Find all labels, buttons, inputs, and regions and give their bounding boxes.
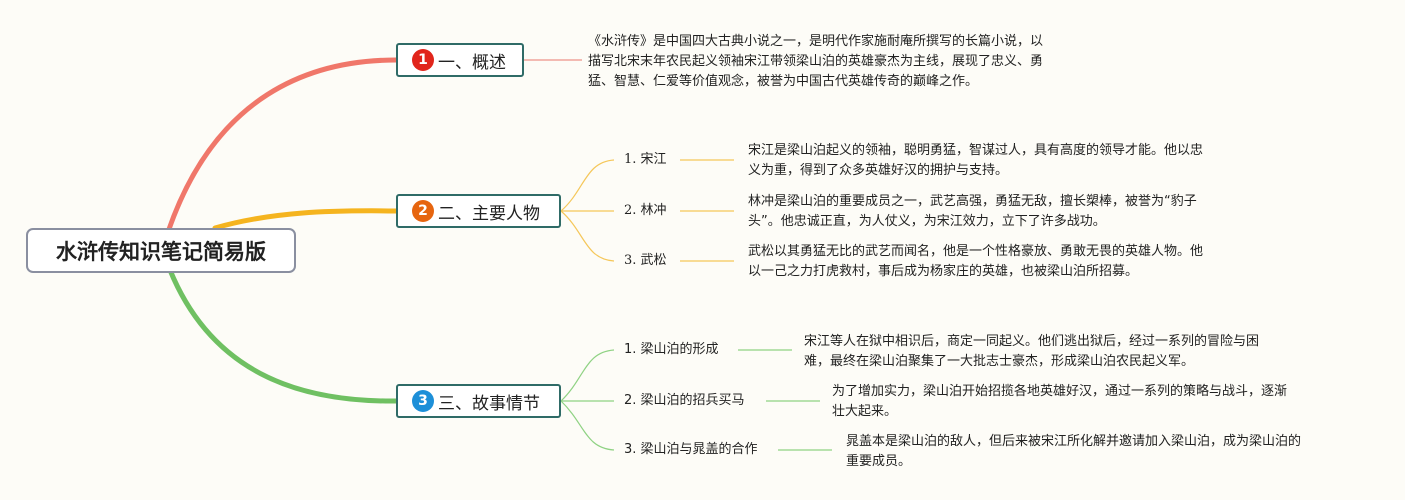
- desc-line: 宋江等人在狱中相识后，商定一同起义。他们逃出狱后，经过一系列的冒险与困: [804, 334, 1260, 349]
- branch-2-item-2[interactable]: 2. 林冲: [624, 202, 667, 220]
- branch-2-item-3[interactable]: 3. 武松: [624, 252, 667, 270]
- branch-3-item-3-description: 晁盖本是梁山泊的敌人，但后来被宋江所化解并邀请加入梁山泊，成为梁山泊的 重要成员…: [846, 432, 1301, 472]
- branch-2-sub-1: [560, 159, 615, 212]
- desc-line: 林冲是梁山泊的重要成员之一，武艺高强，勇猛无敌，擅长槊棒，被誉为“豹子: [748, 194, 1197, 209]
- branch-1-curve: [165, 57, 399, 235]
- desc-line: 以一己之力打虎救村，事后成为杨家庄的英雄，也被梁山泊所招募。: [748, 264, 1139, 279]
- item-label: 1. 宋江: [624, 152, 667, 167]
- branch-1-topic[interactable]: 1 一、概述: [396, 43, 524, 77]
- branch-3-item-1-description: 宋江等人在狱中相识后，商定一同起义。他们逃出狱后，经过一系列的冒险与困 难，最终…: [804, 332, 1259, 372]
- desc-line: 难，最终在梁山泊聚集了一大批志士豪杰，形成梁山泊农民起义军。: [804, 354, 1195, 369]
- item-label: 2. 梁山泊的招兵买马: [624, 393, 745, 408]
- branch-2-title: 二、主要人物: [438, 203, 540, 224]
- root-title: 水浒传知识笔记简易版: [56, 239, 266, 264]
- desc-line: 为了增加实力，梁山泊开始招揽各地英雄好汉，通过一系列的策略与战斗，逐渐: [832, 384, 1288, 399]
- desc-line: 重要成员。: [846, 454, 912, 469]
- branch-1-title: 一、概述: [438, 52, 506, 73]
- desc-line: 猛、智慧、仁爱等价值观念，被誉为中国古代英雄传奇的巅峰之作。: [588, 74, 979, 89]
- branch-3-item-2-description: 为了增加实力，梁山泊开始招揽各地英雄好汉，通过一系列的策略与战斗，逐渐 壮大起来…: [832, 382, 1287, 422]
- branch-2-item-3-description: 武松以其勇猛无比的武艺而闻名，他是一个性格豪放、勇敢无畏的英雄人物。他 以一己之…: [748, 242, 1203, 282]
- branch-3-sub-3: [560, 400, 615, 451]
- desc-line: 头”。他忠诚正直，为人仗义，为宋江效力，立下了许多战功。: [748, 214, 1106, 229]
- desc-line: 义为重，得到了众多英雄好汉的拥护与支持。: [748, 163, 1009, 178]
- branch-3-title: 三、故事情节: [438, 393, 540, 414]
- branch-2-item-1-description: 宋江是梁山泊起义的领袖，聪明勇猛，智谋过人，具有高度的领导才能。他以忠 义为重，…: [748, 141, 1203, 181]
- item-label: 2. 林冲: [624, 203, 667, 218]
- branch-3-item-3[interactable]: 3. 梁山泊与晁盖的合作: [624, 441, 758, 459]
- branch-2-topic[interactable]: 2 二、主要人物: [396, 194, 561, 228]
- root-topic[interactable]: 水浒传知识笔记简易版: [26, 228, 296, 273]
- branch-1-number-badge: 1: [412, 49, 434, 71]
- desc-line: 描写北宋末年农民起义领袖宋江带领梁山泊的英雄豪杰为主线，展现了忠义、勇: [588, 54, 1044, 69]
- branch-3-number-badge: 3: [412, 390, 434, 412]
- branch-3-curve: [167, 267, 399, 404]
- desc-line: 壮大起来。: [832, 404, 898, 419]
- branch-3-item-1[interactable]: 1. 梁山泊的形成: [624, 341, 719, 359]
- branch-3-item-2[interactable]: 2. 梁山泊的招兵买马: [624, 392, 745, 410]
- desc-line: 宋江是梁山泊起义的领袖，聪明勇猛，智谋过人，具有高度的领导才能。他以忠: [748, 143, 1204, 158]
- desc-line: 武松以其勇猛无比的武艺而闻名，他是一个性格豪放、勇敢无畏的英雄人物。他: [748, 244, 1204, 259]
- branch-2-item-2-description: 林冲是梁山泊的重要成员之一，武艺高强，勇猛无敌，擅长槊棒，被誉为“豹子 头”。他…: [748, 192, 1197, 232]
- branch-2-item-1[interactable]: 1. 宋江: [624, 151, 667, 169]
- item-label: 3. 梁山泊与晁盖的合作: [624, 442, 758, 457]
- desc-line: 《水浒传》是中国四大古典小说之一，是明代作家施耐庵所撰写的长篇小说，以: [588, 34, 1044, 49]
- branch-3-sub-1: [560, 349, 615, 402]
- branch-2-sub-3: [560, 210, 615, 262]
- item-label: 1. 梁山泊的形成: [624, 342, 719, 357]
- branch-3-topic[interactable]: 3 三、故事情节: [396, 384, 561, 418]
- branch-1-description: 《水浒传》是中国四大古典小说之一，是明代作家施耐庵所撰写的长篇小说，以 描写北宋…: [588, 32, 1043, 92]
- desc-line: 晁盖本是梁山泊的敌人，但后来被宋江所化解并邀请加入梁山泊，成为梁山泊的: [846, 434, 1302, 449]
- branch-2-curve: [212, 208, 399, 231]
- item-label: 3. 武松: [624, 253, 667, 268]
- branch-2-number-badge: 2: [412, 200, 434, 222]
